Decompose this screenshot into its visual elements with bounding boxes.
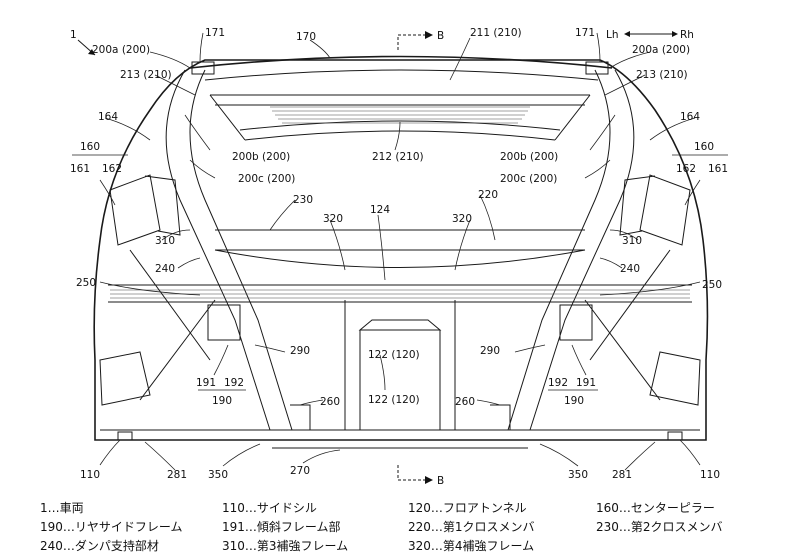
section-mark-top-label: B	[437, 30, 444, 42]
legend-item: 320…第4補強フレーム	[408, 539, 535, 553]
label-171-right: 171	[575, 27, 595, 39]
label-200a-right: 200a (200)	[632, 44, 690, 56]
label-164-right: 164	[680, 111, 700, 123]
section-mark-top: B	[397, 30, 444, 50]
label-350-right: 350	[568, 469, 588, 481]
label-110-right: 110	[700, 469, 720, 481]
label-320-right: 320	[452, 213, 472, 225]
vehicle-body-outline	[93, 55, 709, 449]
legend-item: 220…第1クロスメンバ	[408, 520, 535, 534]
label-240-right: 240	[620, 263, 640, 275]
label-190-right: 190	[564, 395, 584, 407]
figure-ref: 1	[70, 29, 96, 56]
figure-ref-label: 1	[70, 29, 77, 41]
label-200c-left: 200c (200)	[238, 173, 295, 185]
label-200a-left: 200a (200)	[92, 44, 150, 56]
legend-item: 191…傾斜フレーム部	[222, 520, 341, 534]
label-200b-left: 200b (200)	[232, 151, 290, 163]
section-mark-bottom: B	[397, 465, 444, 487]
label-160-left: 160	[80, 141, 100, 153]
legend-item: 110…サイドシル	[222, 501, 317, 515]
label-211: 211 (210)	[470, 27, 522, 39]
legend-item: 230…第2クロスメンバ	[596, 520, 723, 534]
label-122-upper: 122 (120)	[368, 349, 420, 361]
label-200c-right: 200c (200)	[500, 173, 557, 185]
direction-indicator: Lh Rh	[606, 29, 694, 41]
label-191-left: 191	[196, 377, 216, 389]
section-mark-bottom-label: B	[437, 475, 444, 487]
legend-item: 240…ダンパ支持部材	[40, 539, 159, 553]
label-230: 230	[293, 194, 313, 206]
label-310-left: 310	[155, 235, 175, 247]
label-350-left: 350	[208, 469, 228, 481]
label-320-left: 320	[323, 213, 343, 225]
label-290-right: 290	[480, 345, 500, 357]
label-260-left: 260	[320, 396, 340, 408]
label-213-left: 213 (210)	[120, 69, 172, 81]
legend-item: 160…センターピラー	[596, 501, 715, 515]
reference-labels: 171 171 170 200a (200) 200a (200) 213 (2…	[70, 27, 728, 481]
label-161-right: 161	[708, 163, 728, 175]
label-310-right: 310	[622, 235, 642, 247]
label-290-left: 290	[290, 345, 310, 357]
label-160-right: 160	[694, 141, 714, 153]
label-281-right: 281	[612, 469, 632, 481]
label-200b-right: 200b (200)	[500, 151, 558, 163]
label-212: 212 (210)	[372, 151, 424, 163]
label-250-right: 250	[702, 279, 722, 291]
label-164-left: 164	[98, 111, 118, 123]
label-161-left: 161	[70, 163, 90, 175]
label-260-right: 260	[455, 396, 475, 408]
legend-item: 120…フロアトンネル	[408, 501, 527, 515]
label-213-right: 213 (210)	[636, 69, 688, 81]
label-122-lower: 122 (120)	[368, 394, 420, 406]
label-270: 270	[290, 465, 310, 477]
direction-left-label: Lh	[606, 29, 619, 41]
label-170: 170	[296, 31, 316, 43]
direction-right-label: Rh	[680, 29, 694, 41]
label-220: 220	[478, 189, 498, 201]
label-192-right: 192	[548, 377, 568, 389]
label-162-right: 162	[676, 163, 696, 175]
label-240-left: 240	[155, 263, 175, 275]
label-171-left: 171	[205, 27, 225, 39]
label-124: 124	[370, 204, 390, 216]
label-281-left: 281	[167, 469, 187, 481]
label-110-left: 110	[80, 469, 100, 481]
legend-item: 310…第3補強フレーム	[222, 539, 349, 553]
label-192-left: 192	[224, 377, 244, 389]
label-250-left: 250	[76, 277, 96, 289]
leader-lines	[99, 32, 701, 471]
label-190-left: 190	[212, 395, 232, 407]
label-191-right: 191	[576, 377, 596, 389]
label-162-left: 162	[102, 163, 122, 175]
legend-item: 1…車両	[40, 501, 84, 515]
legend-item: 190…リヤサイドフレーム	[40, 520, 183, 534]
